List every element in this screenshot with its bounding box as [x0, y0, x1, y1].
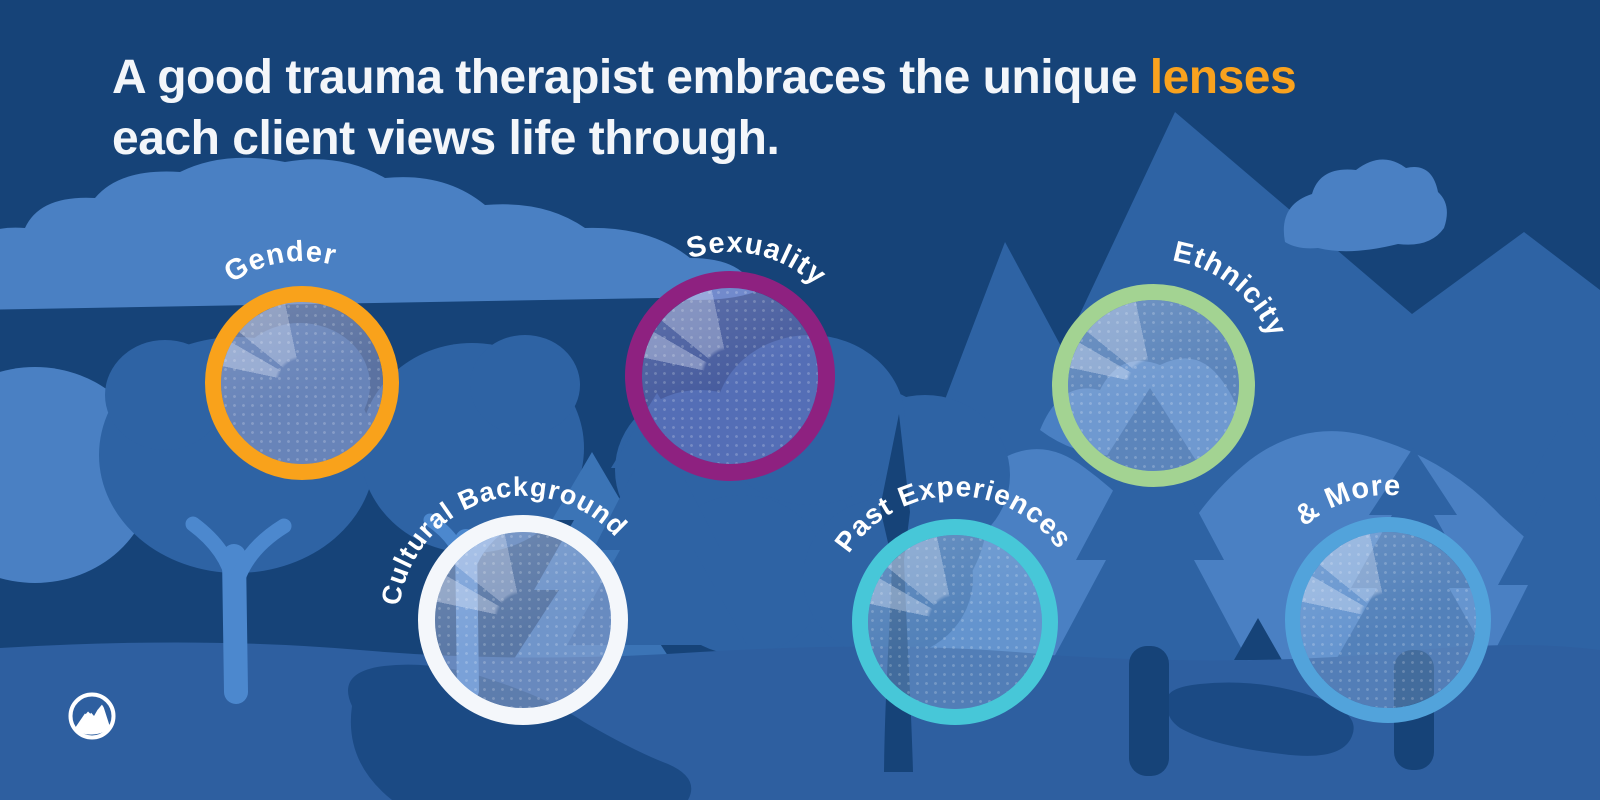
lens-gender — [205, 286, 399, 480]
pine-tree-far-right — [1470, 410, 1600, 700]
lens-cultural-background — [418, 515, 628, 725]
lens-ethnicity — [1052, 284, 1255, 487]
lens-cultural-background-glass — [435, 532, 611, 708]
lens-more-glass — [1300, 532, 1476, 708]
lens-sexuality — [625, 271, 835, 481]
headline-highlight: lenses — [1149, 51, 1297, 104]
headline-line2: each client views life through. — [112, 111, 780, 165]
cloud-small — [1283, 159, 1447, 252]
dark-trunk-tall-pine — [1129, 646, 1169, 776]
ground-shadow-left — [348, 664, 692, 800]
lens-past-experiences-glass — [868, 535, 1042, 709]
lens-more — [1285, 517, 1491, 723]
cloud-left — [0, 157, 755, 310]
headline-text: A good trauma therapist embraces the uni… — [112, 51, 1150, 104]
pine-tip-small — [1234, 618, 1282, 660]
lens-past-experiences — [852, 519, 1058, 725]
pine-tree-tall — [1046, 388, 1254, 672]
lens-gender-glass — [221, 302, 383, 464]
lens-sexuality-glass — [642, 288, 818, 464]
headline: A good trauma therapist embraces the uni… — [112, 48, 1532, 170]
lens-ethnicity-glass — [1068, 300, 1239, 471]
mountain-logo — [68, 692, 116, 740]
deciduous-tree-mid — [360, 335, 584, 553]
